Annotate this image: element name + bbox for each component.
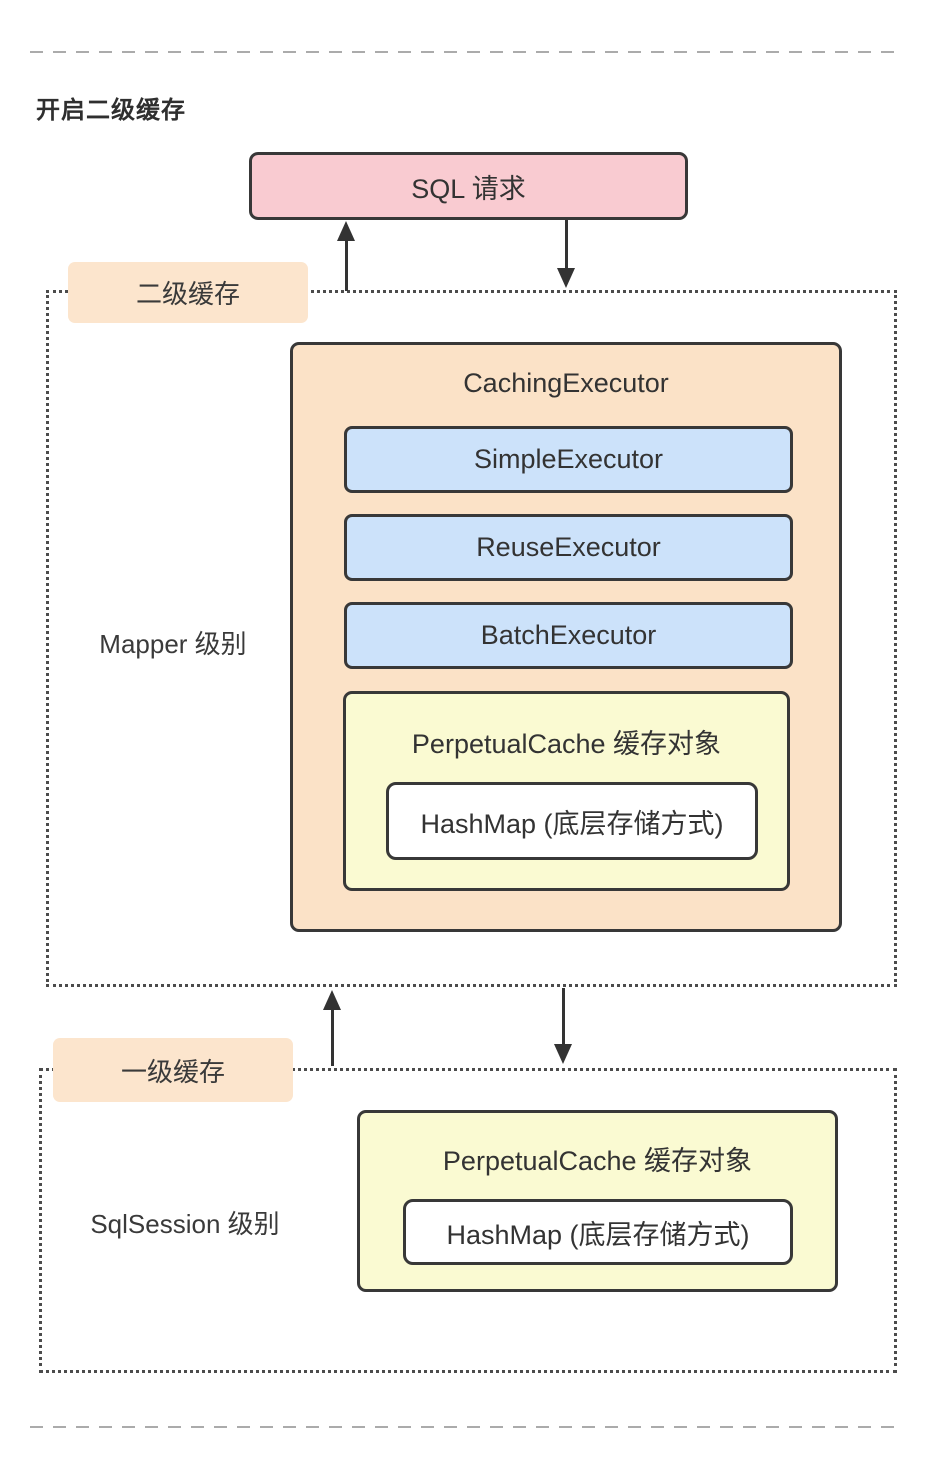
- caching-executor-box: CachingExecutor SimpleExecutor ReuseExec…: [290, 342, 842, 932]
- second-level-cache-container: [46, 290, 897, 987]
- reuse-executor-box: ReuseExecutor: [344, 514, 793, 581]
- simple-executor-box: SimpleExecutor: [344, 426, 793, 493]
- mapper-level-label: Mapper 级别: [99, 629, 247, 659]
- hashmap-label-first-level: HashMap (底层存储方式): [446, 1219, 750, 1250]
- arrow-down-icon: [557, 268, 575, 288]
- sql-request-box: SQL 请求: [249, 152, 688, 220]
- arrow-up-icon: [323, 990, 341, 1010]
- second-level-cache-tag-label: 二级缓存: [135, 279, 240, 309]
- first-level-cache-tag-label: 一级缓存: [120, 1056, 225, 1087]
- bottom-dashed-separator: [30, 1426, 903, 1428]
- arrow-down-to-first-level-shaft: [562, 988, 565, 1044]
- batch-executor-label: BatchExecutor: [480, 620, 657, 650]
- top-dashed-separator: [30, 51, 903, 53]
- arrow-down-from-sql-shaft: [565, 220, 568, 268]
- hashmap-label-second-level: HashMap (底层存储方式): [420, 808, 724, 839]
- perpetual-cache-box-first-level: PerpetualCache 缓存对象 HashMap (底层存储方式): [357, 1110, 838, 1292]
- reuse-executor-label: ReuseExecutor: [476, 532, 661, 562]
- perpetual-cache-box-second-level: PerpetualCache 缓存对象 HashMap (底层存储方式): [343, 691, 790, 891]
- hashmap-box-first-level: HashMap (底层存储方式): [403, 1199, 793, 1265]
- arrow-down-icon: [554, 1044, 572, 1064]
- sql-request-label: SQL 请求: [411, 173, 526, 204]
- arrow-up-icon: [337, 221, 355, 241]
- first-level-cache-container: [39, 1068, 897, 1373]
- page-title: 开启二级缓存: [36, 97, 186, 124]
- arrow-up-to-second-level-shaft: [331, 1008, 334, 1066]
- hashmap-box-second-level: HashMap (底层存储方式): [386, 782, 758, 860]
- perpetual-cache-label-first-level: PerpetualCache 缓存对象: [442, 1146, 753, 1176]
- simple-executor-label: SimpleExecutor: [473, 444, 664, 474]
- caching-executor-label: CachingExecutor: [463, 368, 669, 398]
- sqlsession-level-label: SqlSession 级别: [90, 1209, 280, 1239]
- second-level-cache-tag: 二级缓存: [68, 262, 308, 323]
- arrow-up-to-sql-shaft: [345, 239, 348, 291]
- first-level-cache-tag: 一级缓存: [53, 1038, 293, 1102]
- batch-executor-box: BatchExecutor: [344, 602, 793, 669]
- perpetual-cache-label-second-level: PerpetualCache 缓存对象: [411, 729, 722, 759]
